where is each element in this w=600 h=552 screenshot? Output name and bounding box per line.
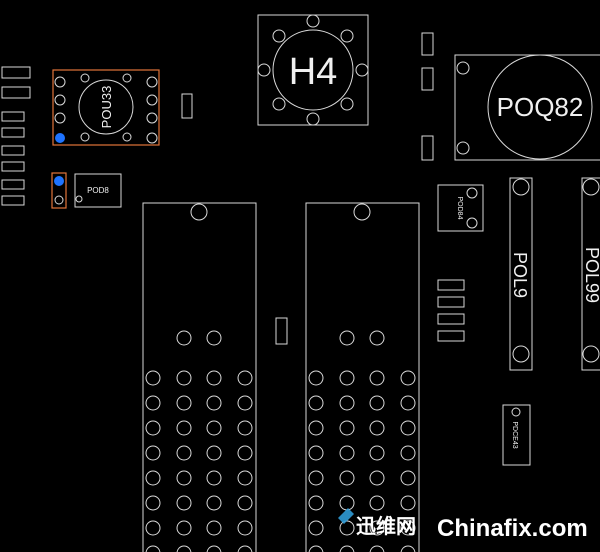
highlighted-pin-icon — [54, 176, 64, 186]
pad-icon — [176, 495, 192, 511]
pad-icon — [369, 445, 385, 461]
pad-icon — [369, 520, 385, 536]
pad-icon — [339, 395, 355, 411]
pad-icon — [176, 545, 192, 552]
pod8-label: POD8 — [87, 186, 109, 195]
pad-icon — [369, 420, 385, 436]
pol99-label: POL99 — [582, 247, 600, 303]
pad-icon — [237, 395, 253, 411]
pad-icon — [308, 520, 324, 536]
pad-icon — [176, 330, 192, 346]
pad-icon — [237, 495, 253, 511]
inductor-pol9[interactable]: POL9 — [509, 177, 533, 371]
pad-icon — [369, 395, 385, 411]
pad-icon — [176, 520, 192, 536]
pad-icon — [176, 420, 192, 436]
pad-icon — [145, 495, 161, 511]
pad-icon — [369, 330, 385, 346]
pad-icon — [400, 545, 416, 552]
pad-icon — [206, 445, 222, 461]
watermark-brand-cn: 迅维网 — [356, 514, 416, 538]
bga-block-left[interactable] — [142, 202, 257, 552]
poq82-label: POQ82 — [497, 92, 584, 122]
pad-icon — [400, 420, 416, 436]
pad-icon — [237, 545, 253, 552]
pad-icon — [237, 420, 253, 436]
pad-icon — [339, 330, 355, 346]
pad-icon — [237, 520, 253, 536]
small-parts-mid-right[interactable] — [437, 279, 465, 342]
pad-icon — [339, 470, 355, 486]
pdce43-label: PDCE43 — [511, 421, 518, 448]
pad-icon — [145, 370, 161, 386]
component-pod8[interactable]: POD8 — [74, 173, 122, 208]
pad-icon — [339, 370, 355, 386]
mount-hole-h4[interactable]: H4 — [257, 14, 369, 126]
component-small-highlighted[interactable] — [51, 172, 67, 209]
pad-icon — [400, 520, 416, 536]
pad-icon — [145, 445, 161, 461]
pad-icon — [308, 495, 324, 511]
pad-icon — [308, 445, 324, 461]
pou33-label: POU33 — [99, 86, 114, 129]
pad-icon — [145, 420, 161, 436]
pad-icon — [206, 470, 222, 486]
pad-icon — [400, 395, 416, 411]
component-poq82[interactable]: POQ82 — [454, 54, 600, 161]
pad-icon — [308, 545, 324, 552]
small-parts-vertical[interactable] — [181, 32, 434, 345]
pad-icon — [308, 420, 324, 436]
pad-icon — [400, 470, 416, 486]
small-parts-left-column[interactable] — [1, 66, 31, 206]
pad-icon — [400, 445, 416, 461]
pad-icon — [206, 395, 222, 411]
pad-icon — [176, 370, 192, 386]
pad-icon — [206, 330, 222, 346]
pad-icon — [369, 495, 385, 511]
pad-icon — [237, 470, 253, 486]
pad-icon — [339, 445, 355, 461]
watermark-brand-en: Chinafix.com — [437, 515, 588, 542]
pol9-label: POL9 — [510, 252, 530, 298]
pad-icon — [145, 395, 161, 411]
pad-icon — [400, 495, 416, 511]
h4-label: H4 — [289, 51, 338, 93]
pad-icon — [308, 370, 324, 386]
pad-icon — [400, 370, 416, 386]
pod84-label: POD84 — [456, 197, 463, 220]
pad-icon — [145, 470, 161, 486]
pad-icon — [176, 445, 192, 461]
highlighted-pin-icon — [55, 133, 65, 143]
component-pdce43[interactable]: PDCE43 — [502, 404, 531, 466]
pad-icon — [176, 470, 192, 486]
bga-block-right[interactable] — [305, 202, 420, 552]
watermark-logo-icon — [338, 508, 354, 524]
pad-icon — [145, 545, 161, 552]
pad-icon — [308, 470, 324, 486]
pad-icon — [206, 370, 222, 386]
inductor-pol99[interactable]: POL99 — [581, 177, 600, 371]
pad-icon — [176, 395, 192, 411]
pad-icon — [237, 445, 253, 461]
watermark: 迅维网 Chinafix.com — [338, 508, 588, 542]
pad-icon — [339, 420, 355, 436]
component-pou33[interactable]: POU33 — [52, 69, 160, 146]
pad-icon — [206, 495, 222, 511]
pad-icon — [308, 395, 324, 411]
pad-icon — [237, 370, 253, 386]
pad-icon — [369, 470, 385, 486]
pad-icon — [339, 545, 355, 552]
pad-icon — [145, 520, 161, 536]
pad-icon — [206, 545, 222, 552]
pad-icon — [206, 520, 222, 536]
pad-icon — [369, 545, 385, 552]
pad-icon — [369, 370, 385, 386]
component-pod84[interactable]: POD84 — [437, 184, 484, 232]
pad-icon — [206, 420, 222, 436]
